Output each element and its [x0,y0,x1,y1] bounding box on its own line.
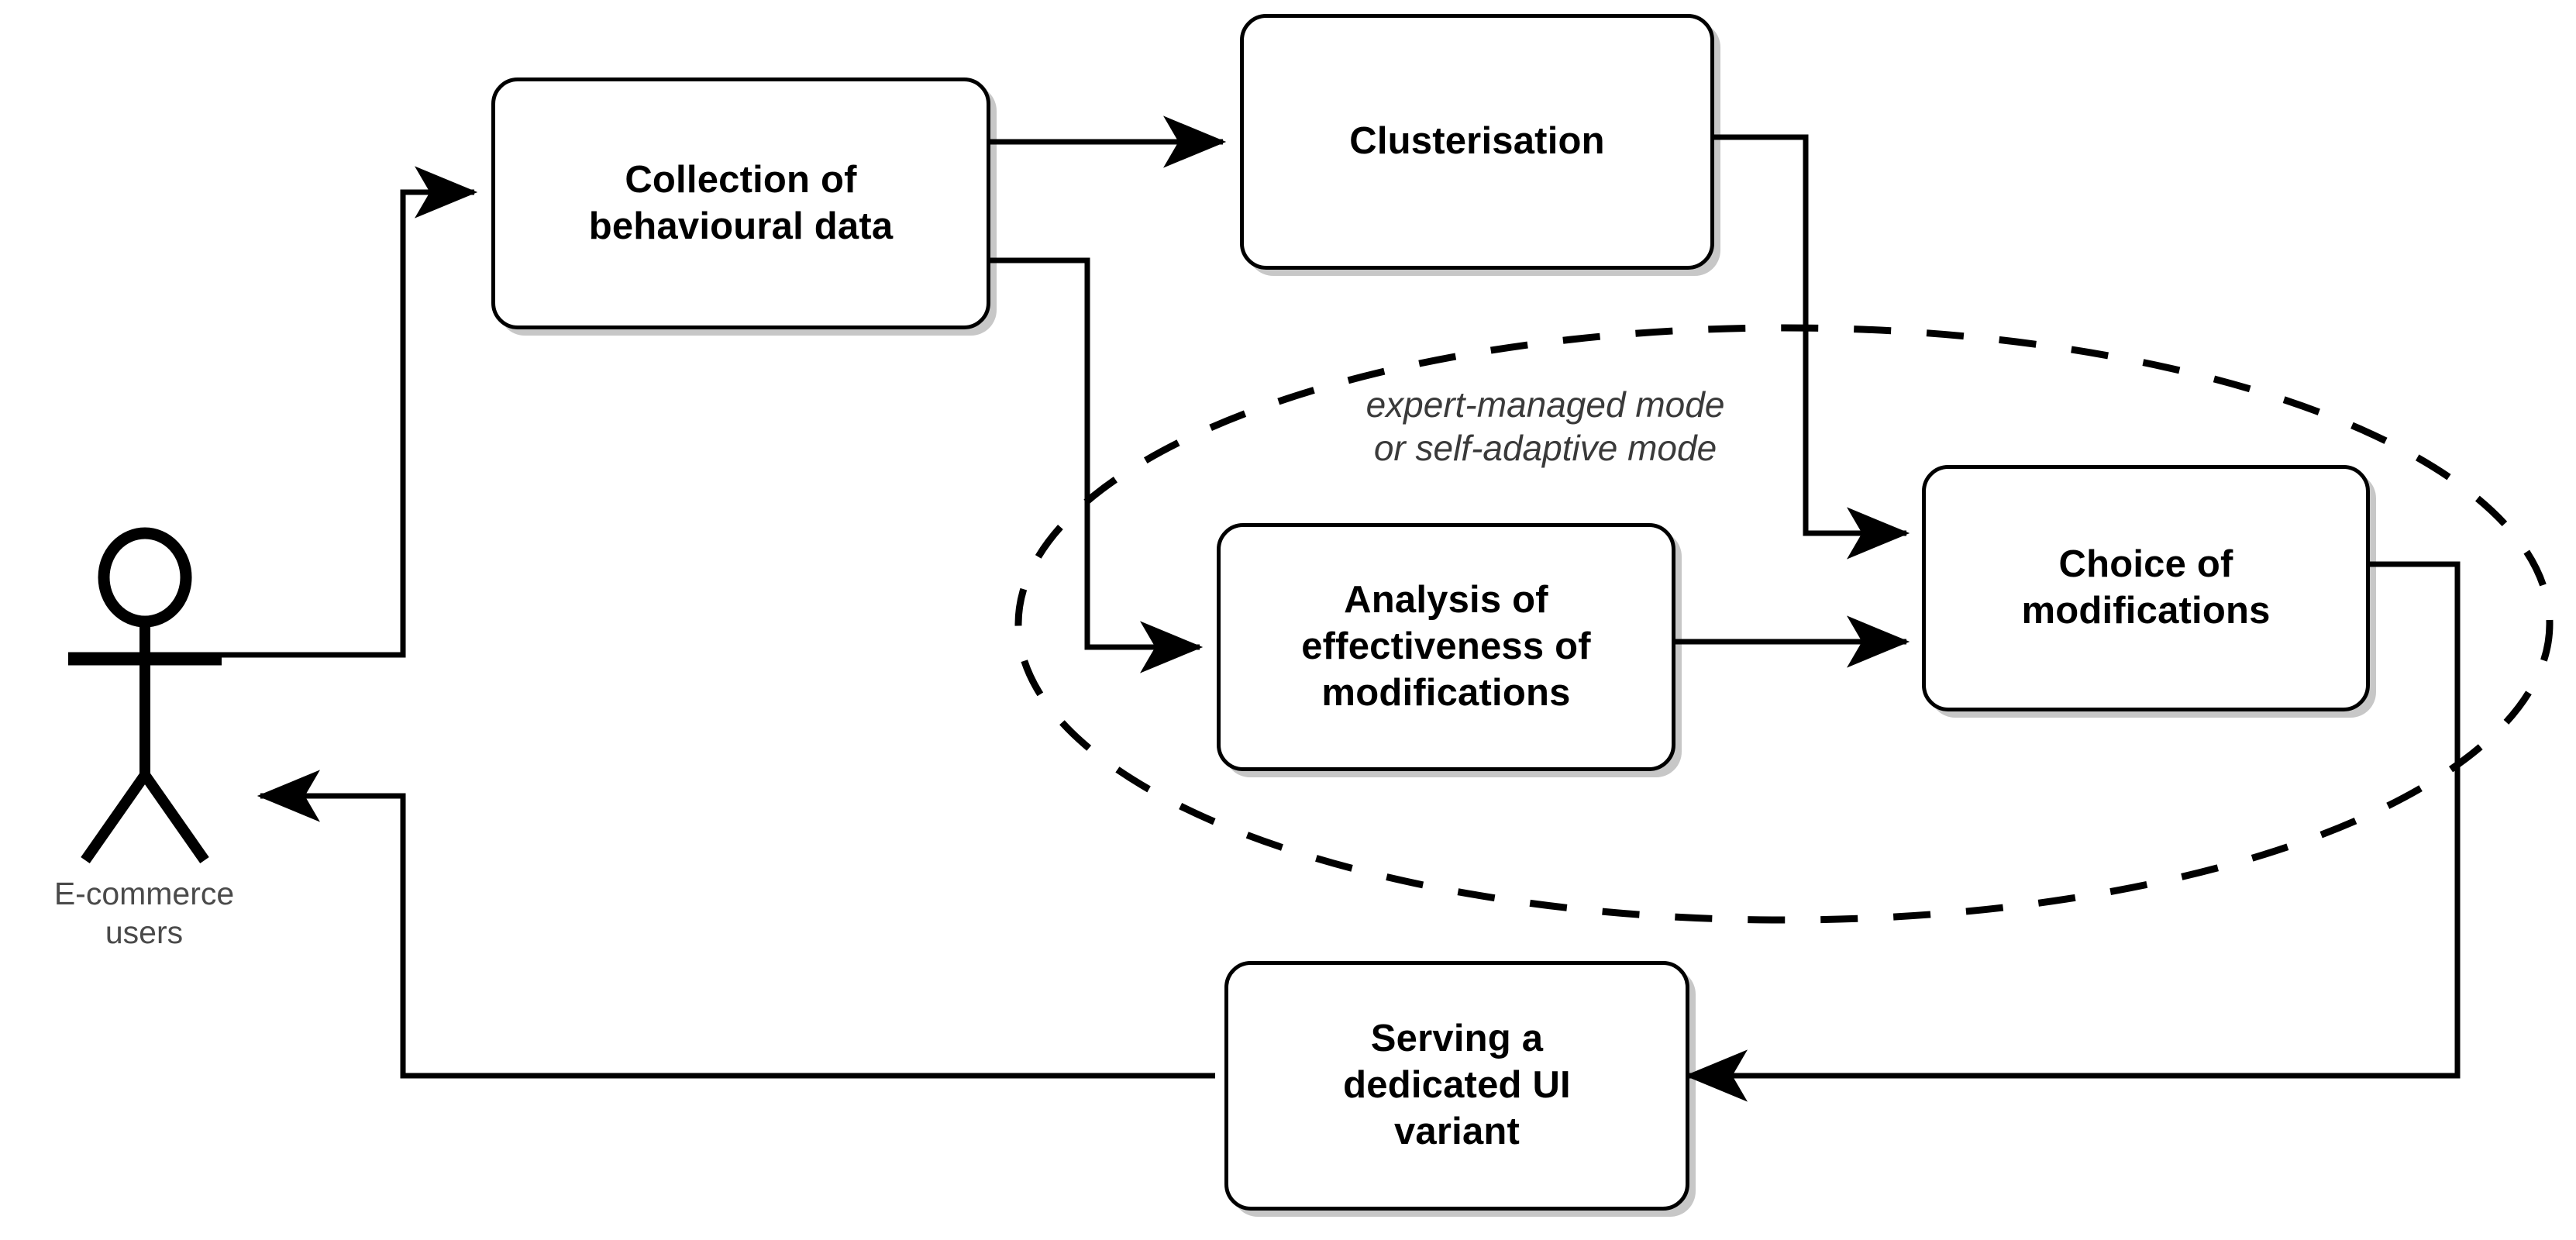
stick-figure-actor-icon [68,527,222,864]
node-clusterisation[interactable]: Clusterisation [1240,14,1714,270]
actor-label: E-commerce users [53,876,235,951]
mode-group-ellipse [1014,324,2554,924]
node-collection-of-behavioural-data[interactable]: Collection of behavioural data [491,78,990,329]
edge-actor-to-collection [152,166,478,658]
edge-choice-to-serving [1684,561,2461,1102]
edge-collection-to-analysis [989,257,1204,673]
edge-clusterisation-to-choice [1711,134,1910,560]
node-choice-of-modifications[interactable]: Choice of modifications [1922,465,2370,711]
edge-serving-to-actor [257,770,1215,1079]
node-analysis-of-effectiveness-of-modifications[interactable]: Analysis of effectiveness of modificatio… [1217,523,1675,771]
node-serving-a-dedicated-ui-variant[interactable]: Serving a dedicated UI variant [1224,961,1689,1211]
mode-group-label: expert-managed mode or self-adaptive mod… [1365,384,1725,469]
